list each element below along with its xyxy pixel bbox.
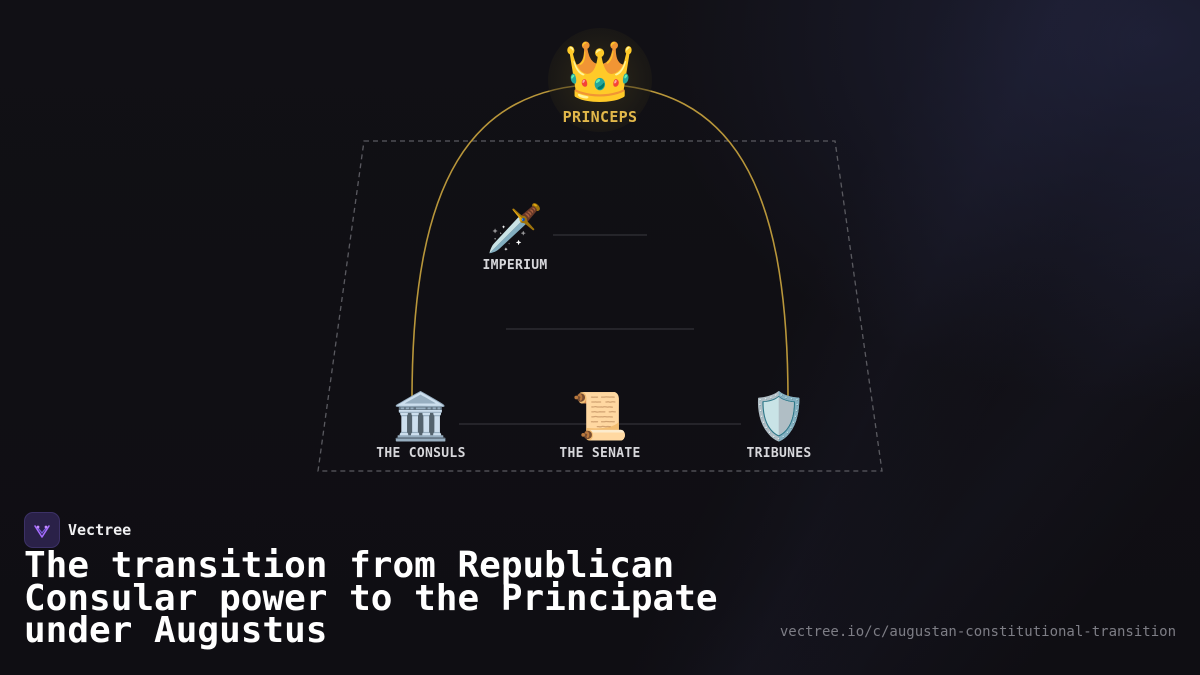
senate-label: THE SENATE [559, 446, 641, 461]
source-url[interactable]: vectree.io/c/augustan-constitutional-tra… [779, 624, 1176, 640]
senate-node: 📜 THE SENATE [520, 388, 680, 461]
princeps-halo [548, 28, 652, 132]
vectree-logo-icon [24, 512, 60, 548]
scroll-icon: 📜 [571, 389, 629, 443]
imperium-node: 🗡️ IMPERIUM [435, 200, 595, 273]
structure-frame [317, 140, 883, 472]
page-title: The transition from Republican Consular … [24, 545, 718, 651]
princeps-node: 👑 PRINCEPS [520, 36, 680, 126]
consuls-node: 🏛️ THE CONSULS [341, 388, 501, 461]
crown-icon: 👑 [563, 37, 637, 105]
brand[interactable]: Vectree [24, 512, 131, 548]
consuls-label: THE CONSULS [376, 446, 466, 461]
tribunes-node: 🛡️ TRIBUNES [699, 388, 859, 461]
imperium-label: IMPERIUM [482, 258, 548, 273]
princeps-label: PRINCEPS [562, 108, 638, 126]
sword-icon: 🗡️ [486, 201, 544, 255]
brand-name: Vectree [68, 521, 132, 539]
tribunes-label: TRIBUNES [746, 446, 812, 461]
shield-icon: 🛡️ [750, 389, 808, 443]
classical-building-icon: 🏛️ [392, 389, 450, 443]
